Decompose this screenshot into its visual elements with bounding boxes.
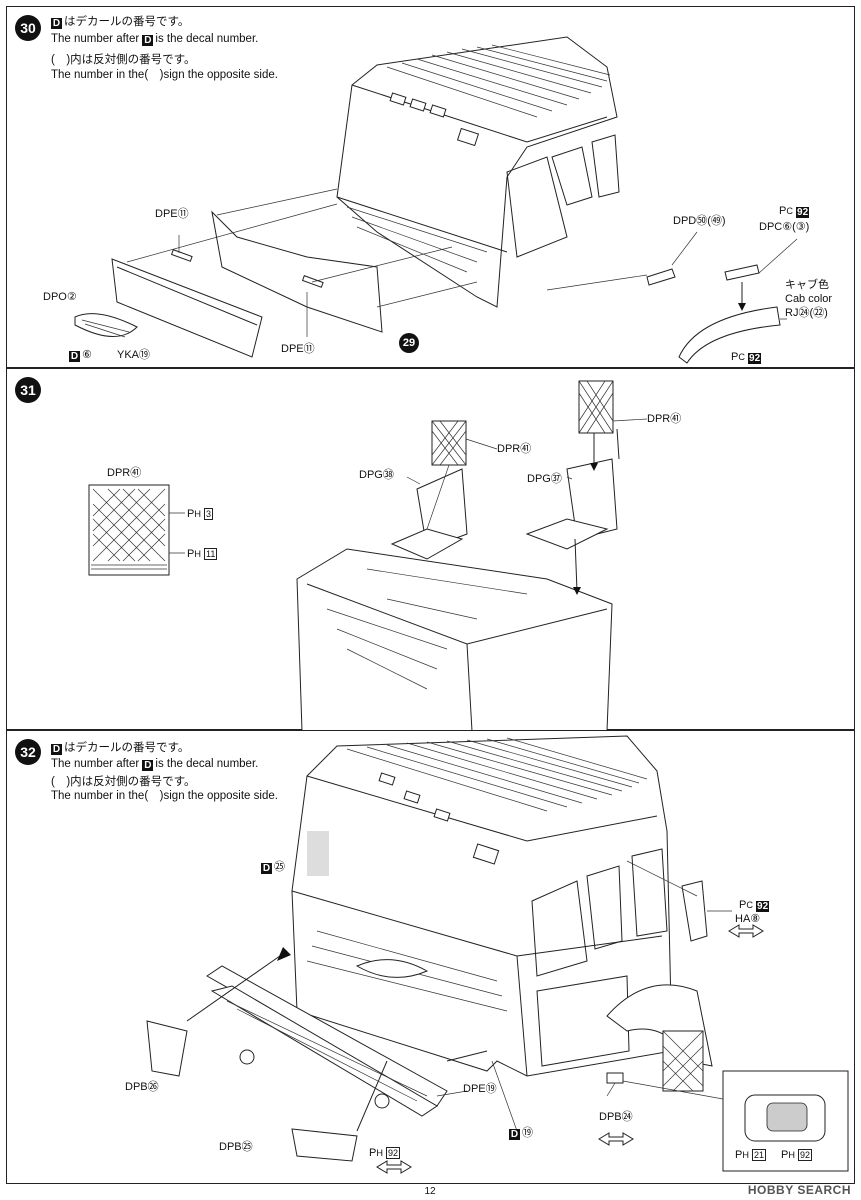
part-label-dpe: DPE⑪ — [155, 208, 189, 220]
part-label-dpb-bottom: DPB㉕ — [219, 1141, 253, 1153]
double-arrow-ha-icon — [728, 924, 764, 938]
cab-assembly-diagram — [146, 735, 849, 1174]
cab-front-diagram — [74, 36, 798, 364]
ref-step-29-badge: 29 — [399, 333, 419, 353]
part-label-dpg-left: DPG㊳ — [359, 469, 394, 481]
part-label-dpg-right: DPG㊲ — [527, 473, 562, 485]
double-arrow-ph-icon — [376, 1160, 412, 1174]
part-number-box: 11 — [204, 548, 218, 560]
part-label-pc: PC 92 — [739, 899, 770, 912]
decal-note-jp-text: はデカールの番号です。 — [64, 16, 190, 28]
part-label-dpo: DPO② — [43, 291, 77, 303]
decal-letter-icon: D — [69, 351, 80, 362]
step-number-badge: 30 — [15, 15, 41, 41]
part-number-box: 3 — [204, 508, 214, 520]
double-arrow-dpb-icon — [598, 1132, 634, 1146]
part-number-box: 92 — [748, 353, 762, 364]
decal-label-d25-text: ㉕ — [274, 861, 285, 873]
part-label-ph-bottom: PH 92 — [369, 1147, 401, 1159]
watermark: HOBBY SEARCH — [747, 1183, 851, 1197]
decal-note-en-text-b: is the decal number. — [155, 33, 259, 45]
part-label-dpe-bottom: DPE⑪ — [281, 343, 315, 355]
decal-note-en-text: The number after — [51, 33, 140, 45]
part-label-ph3: PH 3 — [187, 508, 214, 520]
decal-note-en-text-b: is the decal number. — [155, 758, 259, 770]
part-label-dpc: DPC⑥(③) — [759, 221, 810, 233]
step-number-badge: 32 — [15, 739, 41, 765]
part-label-pc-bottom: PC 92 — [731, 351, 762, 364]
part-label-rj: RJ㉔(㉒) — [785, 307, 828, 319]
part-number-box: 92 — [798, 1149, 813, 1161]
part-number-box: 92 — [756, 901, 770, 912]
decal-letter-icon: D — [51, 744, 62, 755]
step-31-panel: 31 DPR㊶ PH 3 PH — [6, 368, 855, 732]
opposite-note-jp: ( )内は反対側の番号です。 — [51, 776, 196, 788]
part-label-dpr-inset: DPR㊶ — [107, 467, 142, 479]
part-label-ha: HA⑧ — [735, 913, 761, 925]
cab-color-en: Cab color — [785, 293, 833, 305]
part-label-ph11: PH 11 — [187, 548, 218, 560]
decal-letter-icon: D — [509, 1129, 520, 1140]
decal-letter-icon: D — [51, 18, 62, 29]
part-label-ph92: PH 92 — [781, 1149, 813, 1161]
step-number-badge: 31 — [15, 377, 41, 403]
decal-letter-icon: D — [142, 760, 154, 771]
part-label-dpb-right: DPB㉔ — [599, 1111, 633, 1123]
opposite-note-en: The number in the( )sign the opposite si… — [51, 790, 278, 802]
part-number-box: 21 — [752, 1149, 767, 1161]
decal-label-d6-text: ⑥ — [82, 349, 92, 361]
decal-label-d19-text: ⑲ — [522, 1127, 533, 1139]
opposite-note-jp: ( )内は反対側の番号です。 — [51, 54, 196, 66]
part-label-dpd: DPD㊿(㊾) — [673, 215, 726, 227]
cab-color-jp: キャブ色 — [785, 279, 829, 291]
part-label-pc-top: PC 92 — [779, 205, 810, 218]
opposite-note-en: The number in the( )sign the opposite si… — [51, 69, 278, 81]
part-label-dpr-center: DPR㊶ — [497, 443, 532, 455]
part-number-box: 92 — [796, 207, 810, 218]
decal-note-jp-text: はデカールの番号です。 — [64, 742, 190, 754]
part-label-dpr-right: DPR㊶ — [647, 413, 682, 425]
cab-interior-diagram — [88, 380, 648, 732]
part-label-dpe: DPE⑲ — [463, 1083, 497, 1095]
decal-note-en-text: The number after — [51, 758, 140, 770]
part-label-ph21: PH 21 — [735, 1149, 767, 1161]
page-number: 12 — [424, 1186, 436, 1197]
part-label-dpb-left: DPB㉖ — [125, 1081, 159, 1093]
part-number-box: 92 — [386, 1147, 401, 1159]
part-label-yka: YKA⑲ — [117, 349, 151, 361]
decal-letter-icon: D — [261, 863, 272, 874]
decal-letter-icon: D — [142, 35, 154, 46]
